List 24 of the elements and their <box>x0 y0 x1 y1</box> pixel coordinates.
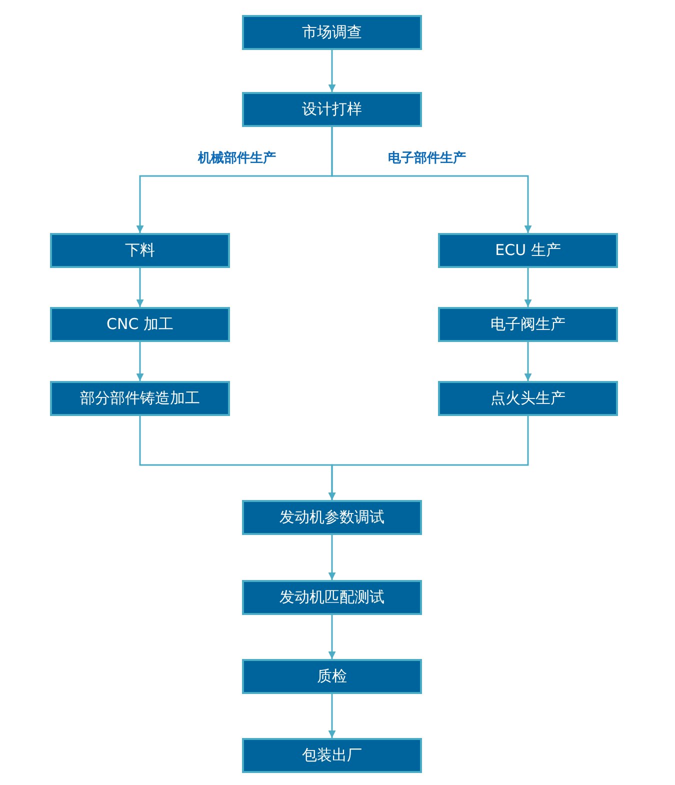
process-box: CNC 加工 <box>50 307 230 342</box>
process-box: 设计打样 <box>242 92 422 127</box>
arrow <box>524 268 532 307</box>
arrow <box>328 416 529 500</box>
process-box: 部分部件铸造加工 <box>50 381 230 416</box>
process-box: 发动机参数调试 <box>242 500 422 535</box>
arrow <box>328 535 336 580</box>
edge-label: 电子部件生产 <box>388 149 466 167</box>
arrow <box>328 615 336 659</box>
process-box: 包装出厂 <box>242 738 422 773</box>
edge-label: 机械部件生产 <box>198 149 276 167</box>
process-box: 发动机匹配测试 <box>242 580 422 615</box>
arrow <box>328 694 336 738</box>
process-box: 点火头生产 <box>438 381 618 416</box>
process-box: ECU 生产 <box>438 233 618 268</box>
process-box: 电子阀生产 <box>438 307 618 342</box>
arrow <box>136 268 144 307</box>
arrow <box>136 342 144 381</box>
process-box: 质检 <box>242 659 422 694</box>
arrow <box>331 127 532 233</box>
process-box: 市场调查 <box>242 15 422 50</box>
arrow <box>328 50 336 92</box>
arrow <box>524 342 532 381</box>
process-box: 下料 <box>50 233 230 268</box>
